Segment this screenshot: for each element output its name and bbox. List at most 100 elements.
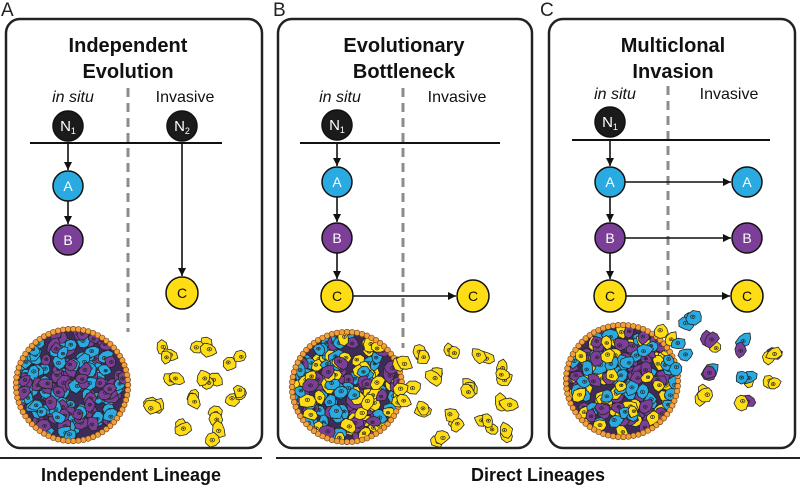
invasive-cell: [471, 348, 488, 365]
clone-node-c-invasive: C: [165, 276, 199, 310]
invasive-cell: [232, 384, 246, 399]
border-cell: [625, 433, 632, 440]
tumor-cell: [320, 365, 335, 380]
border-cell: [343, 438, 351, 446]
border-cell: [653, 422, 660, 429]
node-circle: [166, 110, 198, 142]
border-cell: [123, 371, 131, 379]
invasive-cell: [142, 399, 162, 415]
border-cell: [124, 381, 132, 389]
invasive-cell: [450, 417, 465, 433]
border-cell: [70, 325, 77, 333]
panel-letter: C: [540, 0, 554, 21]
invasive-cell: [704, 331, 720, 349]
border-cell: [349, 329, 356, 336]
invasive-cell: [677, 348, 694, 362]
border-cell: [116, 411, 123, 418]
panel-letter: A: [1, 0, 14, 21]
border-cell: [14, 394, 21, 401]
node-circle: [456, 279, 490, 313]
tumor-cell: [619, 356, 635, 369]
border-cell: [65, 437, 72, 445]
border-cell: [630, 432, 637, 439]
tumor-cell: [37, 378, 54, 390]
node-label: B: [63, 232, 72, 248]
invasive-cell: [174, 421, 192, 437]
clone-node-a: A: [594, 166, 626, 198]
invasive-cell: [702, 365, 716, 380]
footer-direct-lineages: Direct Lineages: [276, 457, 800, 485]
node-label: B: [605, 230, 614, 246]
border-cell: [333, 438, 341, 445]
border-cell: [563, 370, 570, 377]
clone-node-b: B: [321, 222, 353, 254]
tumor-cell: [298, 393, 317, 408]
tumor-cell: [36, 406, 48, 418]
border-cell: [54, 327, 62, 334]
border-cell: [575, 413, 582, 420]
tumor-cell: [365, 415, 382, 427]
clone-node-b-invasive: B: [731, 222, 763, 254]
tumor-cell: [618, 406, 631, 420]
border-cell: [124, 376, 131, 384]
border-cell: [113, 348, 121, 355]
tumor-cell: [302, 378, 320, 393]
tumor-cell: [314, 389, 326, 406]
tumor-cell: [627, 405, 639, 419]
invasive-cell: [733, 394, 749, 412]
border-cell: [338, 438, 346, 445]
invasive-cell: [685, 310, 702, 326]
tumor-cells: [565, 324, 679, 438]
node-label: A: [605, 174, 615, 190]
tumor-cell: [102, 407, 118, 422]
node-label-main: N: [174, 118, 185, 135]
in-situ-tumor-illustration: [562, 321, 682, 441]
border-cell: [666, 407, 673, 414]
border-cell: [32, 339, 39, 346]
invasive-cell: [499, 421, 513, 439]
border-cell: [582, 335, 589, 342]
node-label-subscript: 1: [613, 122, 618, 132]
invasive-cell: [697, 387, 713, 403]
invasive-cell: [448, 346, 460, 359]
node-circle: [731, 222, 763, 254]
border-cell: [99, 334, 106, 341]
panel-title-line-1: Independent: [69, 35, 188, 57]
tumor-cell: [581, 360, 594, 377]
clone-node-b: B: [594, 222, 626, 254]
invasive-cell: [168, 372, 185, 386]
border-cell: [310, 427, 318, 435]
node-label: C: [177, 285, 187, 301]
border-cell: [609, 322, 617, 329]
node-label: N1: [60, 118, 76, 136]
invasive-cell: [233, 349, 247, 362]
border-cell: [123, 392, 131, 399]
node-circle: [730, 279, 764, 313]
panel-title-line-2: Evolution: [82, 61, 173, 83]
node-label-subscript: 1: [340, 125, 345, 135]
border-cell: [70, 437, 77, 445]
tumor-cell: [640, 371, 655, 384]
node-label: C: [605, 288, 615, 304]
invasive-label: Invasive: [700, 86, 759, 103]
footer-label: Independent Lineage: [41, 465, 221, 485]
tumor-cell: [51, 410, 67, 424]
border-cell: [110, 344, 117, 351]
border-cell: [620, 433, 627, 441]
node-circle: [594, 106, 626, 138]
tumor-cell: [346, 387, 361, 401]
panel-title-line-1: Evolutionary: [343, 35, 465, 57]
invasive-cell: [653, 323, 669, 339]
invasive-label: Invasive: [428, 89, 487, 106]
border-cell: [673, 388, 681, 395]
border-cell: [615, 322, 622, 329]
border-cell: [59, 437, 67, 444]
tumor-border-ring: [13, 325, 132, 445]
tumor-cell: [638, 399, 654, 414]
tumor-cell: [44, 395, 57, 411]
invasive-cell: [765, 346, 783, 360]
node-circle: [165, 276, 199, 310]
tumor-cell: [594, 402, 611, 416]
tumor-cell: [636, 343, 655, 358]
